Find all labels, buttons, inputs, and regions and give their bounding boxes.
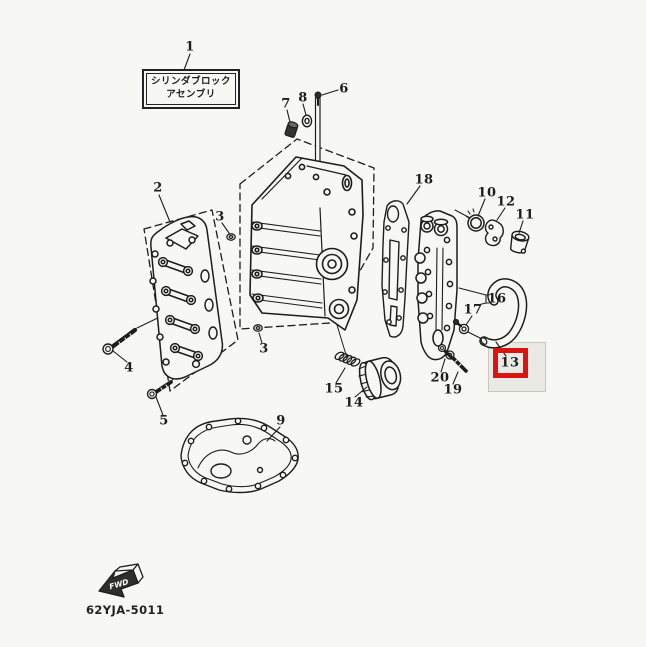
crankcase-ribs <box>251 221 323 309</box>
callout-14[interactable]: 14 <box>344 395 364 411</box>
oil-filter-part-14 <box>358 356 402 401</box>
callout-12[interactable]: 12 <box>496 194 516 210</box>
head-cover-part-2 <box>149 215 224 380</box>
callout-19[interactable]: 19 <box>443 382 463 398</box>
callout-17[interactable]: 17 <box>463 302 483 318</box>
leader-lines <box>112 53 524 442</box>
callout-1[interactable]: 1 <box>185 39 195 55</box>
exhaust-cover-plate <box>414 210 458 361</box>
callout-3b[interactable]: 3 <box>259 341 269 357</box>
cover-part-11 <box>509 230 530 254</box>
callout-7[interactable]: 7 <box>281 96 291 112</box>
part-13-highlight-box[interactable] <box>493 348 528 378</box>
washer-part-3a <box>226 233 236 241</box>
plug-part-7 <box>284 121 299 138</box>
pin-part-3b <box>253 324 263 332</box>
bolt-part-20 <box>437 343 454 360</box>
callout-9[interactable]: 9 <box>276 413 286 429</box>
head-cover-links <box>157 256 204 362</box>
gasket-part-12 <box>484 219 504 247</box>
hose-part-16 <box>479 278 528 349</box>
callout-15[interactable]: 15 <box>324 381 344 397</box>
fwd-arrow: FWD <box>98 563 144 598</box>
callout-5[interactable]: 5 <box>159 413 169 429</box>
callout-6[interactable]: 6 <box>339 81 349 97</box>
crankcase-gasket-part-9 <box>180 417 299 494</box>
exhaust-gasket-part-18 <box>381 200 410 338</box>
cylinder-block <box>249 97 364 331</box>
diagram-code: 62YJA-5011 <box>86 603 165 617</box>
assembly-title-line2: アセンブリ <box>166 88 216 100</box>
assembly-title-box: シリンダブロック アセンブリ <box>142 69 241 109</box>
callout-10[interactable]: 10 <box>477 185 497 201</box>
thermostat-boss <box>420 215 449 237</box>
anode-part-10 <box>465 208 485 232</box>
bolt-part-4 <box>102 327 138 355</box>
callout-2[interactable]: 2 <box>153 180 163 196</box>
callout-20[interactable]: 20 <box>430 370 450 386</box>
bolt-part-6 <box>314 91 322 106</box>
callout-11[interactable]: 11 <box>515 207 535 223</box>
bolt-part-5 <box>146 380 173 400</box>
washer-part-8 <box>301 114 313 128</box>
spring-part-15 <box>334 351 361 367</box>
assembly-title-inner: シリンダブロック アセンブリ <box>146 73 237 105</box>
callout-18[interactable]: 18 <box>414 172 434 188</box>
callout-8[interactable]: 8 <box>298 90 308 106</box>
assembly-title-line1: シリンダブロック <box>151 76 232 87</box>
callout-13[interactable]: 13 <box>500 355 520 371</box>
callout-16[interactable]: 16 <box>487 291 507 307</box>
callout-4[interactable]: 4 <box>124 360 134 376</box>
callout-3a[interactable]: 3 <box>215 209 225 225</box>
clamp-part-17 <box>452 318 481 339</box>
